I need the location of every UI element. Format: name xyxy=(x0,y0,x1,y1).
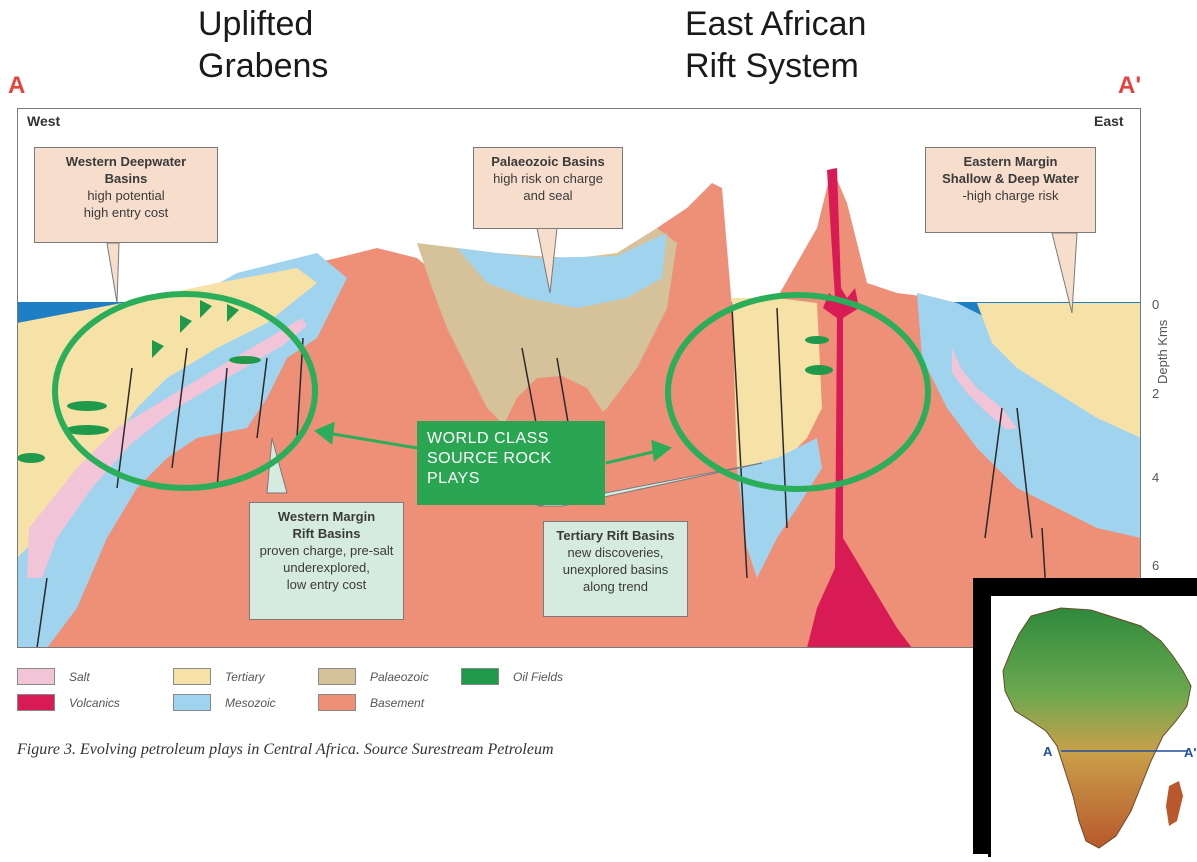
legend-label: Basement xyxy=(370,696,424,710)
section-end-marker: A' xyxy=(1118,72,1141,100)
legend-swatch xyxy=(318,668,356,685)
map-label-a-prime: A' xyxy=(1184,745,1196,760)
callout-palaeozoic: Palaeozoic Basins high risk on charge an… xyxy=(473,147,623,229)
heading-grabens: Grabens xyxy=(198,46,328,86)
depth-axis-title: Depth Kms xyxy=(1155,320,1170,384)
legend-label: Salt xyxy=(69,670,90,684)
legend-swatch xyxy=(173,668,211,685)
callout-title: Basins xyxy=(43,170,209,187)
madagascar-shape xyxy=(1166,781,1183,826)
legend-item-tertiary: Tertiary xyxy=(173,668,265,685)
legend-label: Mesozoic xyxy=(225,696,276,710)
world-class-text: WORLD CLASS xyxy=(427,429,595,449)
callout-text: along trend xyxy=(552,578,679,595)
callout-title: Palaeozoic Basins xyxy=(482,153,614,170)
callout-text: proven charge, pre-salt xyxy=(258,542,395,559)
legend-swatch xyxy=(17,694,55,711)
map-label-a: A xyxy=(1043,744,1053,759)
depth-tick-0: 0 xyxy=(1152,297,1159,312)
depth-tick-4: 4 xyxy=(1152,470,1159,485)
callout-text: and seal xyxy=(482,187,614,204)
heading-uplifted: Uplifted xyxy=(198,4,313,44)
east-label: East xyxy=(1094,113,1124,129)
callout-text: -high charge risk xyxy=(934,187,1087,204)
world-class-box: WORLD CLASS SOURCE ROCK PLAYS xyxy=(417,421,605,505)
callout-text: high risk on charge xyxy=(482,170,614,187)
callout-title: Western Margin xyxy=(258,508,395,525)
depth-tick-2: 2 xyxy=(1152,386,1159,401)
callout-western-margin: Western Margin Rift Basins proven charge… xyxy=(249,502,404,620)
africa-map-icon: A A' xyxy=(991,596,1197,857)
callout-tertiary-rift: Tertiary Rift Basins new discoveries, un… xyxy=(543,521,688,617)
callout-text: unexplored basins xyxy=(552,561,679,578)
legend-swatch xyxy=(461,668,499,685)
callout-text: new discoveries, xyxy=(552,544,679,561)
legend-item-oil-fields: Oil Fields xyxy=(461,668,563,685)
callout-western-deepwater: Western Deepwater Basins high potential … xyxy=(34,147,218,243)
callout-text: high potential xyxy=(43,187,209,204)
west-label: West xyxy=(27,113,60,129)
legend-swatch xyxy=(17,668,55,685)
legend-item-salt: Salt xyxy=(17,668,90,685)
world-class-text: PLAYS xyxy=(427,469,595,489)
world-class-text: SOURCE ROCK xyxy=(427,449,595,469)
callout-title: Shallow & Deep Water xyxy=(934,170,1087,187)
section-start-marker: A xyxy=(8,72,25,100)
legend-swatch xyxy=(318,694,356,711)
callout-eastern-margin: Eastern Margin Shallow & Deep Water -hig… xyxy=(925,147,1096,233)
africa-outline xyxy=(1003,608,1191,848)
legend-label: Volcanics xyxy=(69,696,120,710)
callout-text: underexplored, xyxy=(258,559,395,576)
callout-text: low entry cost xyxy=(258,576,395,593)
callout-title: Eastern Margin xyxy=(934,153,1087,170)
inset-map: A A' xyxy=(988,593,1197,857)
heading-east-african: East African xyxy=(685,4,866,44)
legend-label: Oil Fields xyxy=(513,670,563,684)
legend-label: Tertiary xyxy=(225,670,265,684)
legend-item-basement: Basement xyxy=(318,694,424,711)
callout-title: Tertiary Rift Basins xyxy=(552,527,679,544)
legend-label: Palaeozoic xyxy=(370,670,429,684)
depth-tick-6: 6 xyxy=(1152,558,1159,573)
callout-title: Western Deepwater xyxy=(43,153,209,170)
callout-text: high entry cost xyxy=(43,204,209,221)
heading-rift-system: Rift System xyxy=(685,46,859,86)
legend-item-volcanics: Volcanics xyxy=(17,694,120,711)
callout-title: Rift Basins xyxy=(258,525,395,542)
legend-swatch xyxy=(173,694,211,711)
figure-caption: Figure 3. Evolving petroleum plays in Ce… xyxy=(17,741,554,759)
legend-item-mesozoic: Mesozoic xyxy=(173,694,276,711)
legend-item-palaeozoic: Palaeozoic xyxy=(318,668,429,685)
